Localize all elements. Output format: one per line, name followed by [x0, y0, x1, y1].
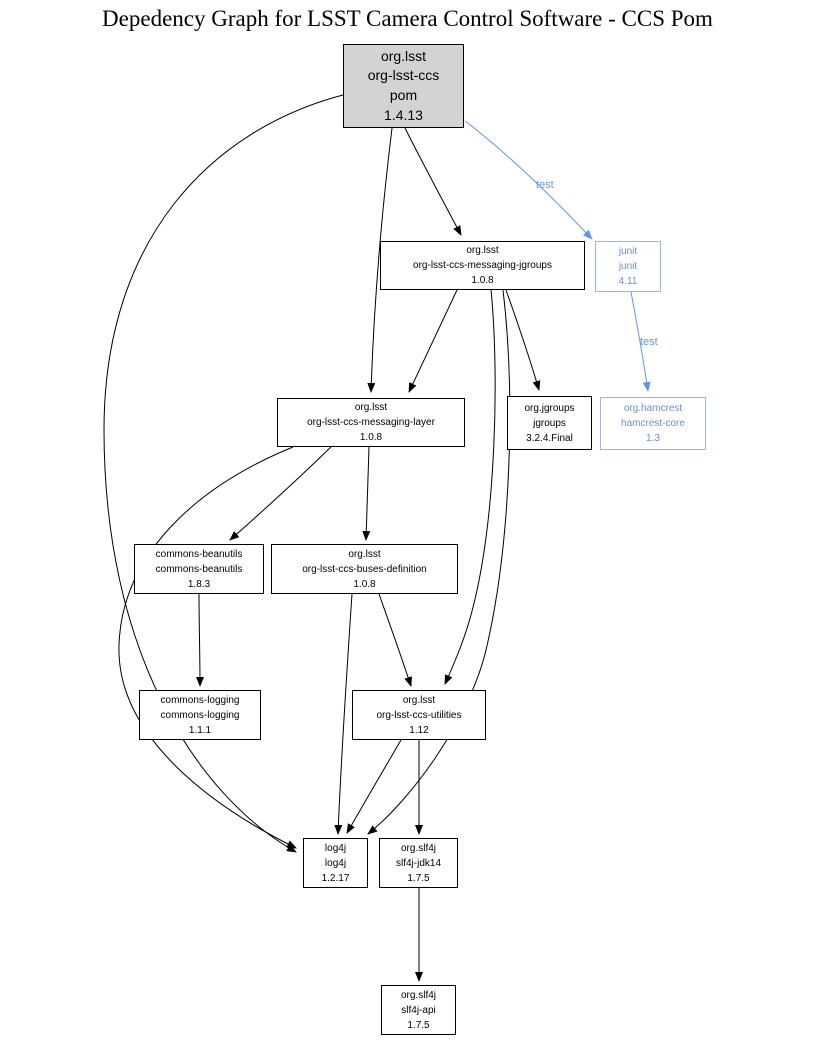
- node-label: org.lsst: [354, 402, 388, 413]
- node-label: 1.0.8: [353, 578, 376, 590]
- node-junit: junit junit 4.11: [595, 241, 661, 292]
- node-label: org-lsst-ccs-buses-definition: [302, 563, 427, 575]
- node-label: org-lsst-ccs-messaging-jgroups: [413, 260, 552, 271]
- edge-messaging-layer-to-commons-beanutils: [229, 446, 332, 541]
- node-label: org.lsst: [402, 694, 436, 706]
- node-label: org-lsst-ccs-utilities: [376, 709, 462, 721]
- edge-pom-to-messaging-jgroups: [404, 127, 462, 236]
- node-label: hamcrest-core: [621, 418, 685, 429]
- node-label: log4j: [324, 842, 347, 854]
- node-label: org-lsst-ccs-messaging-layer: [307, 417, 435, 428]
- edge-commons-beanutils-to-commons-logging: [195, 593, 204, 687]
- node-commons-logging: commons-logging commons-logging 1.1.1: [139, 690, 261, 740]
- edge-utilities-to-log4j: [346, 739, 402, 834]
- edge-messaging-layer-to-log4j: [118, 446, 297, 849]
- node-label: jgroups: [533, 417, 566, 429]
- node-label: 1.7.5: [407, 872, 430, 884]
- node-label: junit: [618, 261, 638, 272]
- node-label: org-lsst-ccs: [367, 67, 440, 84]
- edge-pom-to-junit-test: [464, 120, 593, 240]
- node-label: slf4j-api: [401, 1004, 436, 1016]
- edge-label-test-junit-hamcrest: test: [640, 336, 658, 348]
- node-label: org.lsst: [348, 548, 381, 560]
- node-label: log4j: [324, 857, 347, 869]
- node-label: 1.12: [409, 724, 429, 736]
- node-log4j: log4j log4j 1.2.17: [303, 838, 368, 888]
- edge-buses-definition-to-utilities: [378, 593, 412, 687]
- node-label: 1.0.8: [359, 432, 383, 443]
- node-label: 4.11: [618, 276, 638, 287]
- node-label: commons-beanutils: [155, 563, 243, 575]
- node-label: 1.8.3: [187, 578, 211, 590]
- node-jgroups: org.jgroups jgroups 3.2.4.Final: [507, 396, 592, 450]
- node-label: org.lsst: [380, 47, 427, 64]
- edge-label-test-pom-junit: test: [536, 179, 554, 191]
- node-slf4j-jdk14: org.slf4j slf4j-jdk14 1.7.5: [379, 838, 458, 888]
- node-label: slf4j-jdk14: [395, 857, 442, 869]
- node-label: 3.2.4.Final: [526, 432, 573, 444]
- node-label: junit: [618, 246, 638, 257]
- edge-buses-definition-to-log4j: [334, 593, 353, 835]
- node-org-lsst-ccs-pom: org.lsst org-lsst-ccs pom 1.4.13: [343, 44, 464, 128]
- edge-messaging-layer-to-buses-definition: [362, 446, 371, 541]
- node-label: pom: [389, 87, 418, 103]
- node-label: 1.0.8: [471, 275, 494, 286]
- node-org-lsst-ccs-utilities: org.lsst org-lsst-ccs-utilities 1.12: [352, 690, 486, 740]
- node-label: org.slf4j: [400, 842, 436, 854]
- node-label: commons-beanutils: [155, 548, 243, 560]
- node-slf4j-api: org.slf4j slf4j-api 1.7.5: [381, 985, 456, 1035]
- node-label: org.hamcrest: [623, 403, 683, 414]
- edge-pom-to-messaging-layer: [367, 127, 393, 393]
- edge-messaging-jgroups-to-utilities: [444, 289, 496, 685]
- node-label: commons-logging: [160, 709, 240, 721]
- node-org-lsst-ccs-messaging-jgroups: org.lsst org-lsst-ccs-messaging-jgroups …: [380, 241, 585, 290]
- node-org-lsst-ccs-buses-definition: org.lsst org-lsst-ccs-buses-definition 1…: [271, 544, 458, 594]
- node-label: org.lsst: [466, 245, 499, 256]
- node-label: 1.3: [646, 433, 660, 444]
- node-org-lsst-ccs-messaging-layer: org.lsst org-lsst-ccs-messaging-layer 1.…: [277, 398, 465, 447]
- edge-messaging-jgroups-to-messaging-layer: [408, 289, 458, 393]
- node-label: 1.4.13: [384, 106, 423, 123]
- page-title: Depedency Graph for LSST Camera Control …: [102, 6, 713, 31]
- node-hamcrest-core: org.hamcrest hamcrest-core 1.3: [600, 397, 706, 450]
- node-label: org.slf4j: [400, 989, 436, 1001]
- node-label: org.jgroups: [524, 402, 575, 414]
- node-label: 1.1.1: [188, 724, 212, 736]
- edge-junit-to-hamcrest-test: [630, 291, 651, 392]
- node-label: commons-logging: [160, 694, 240, 706]
- node-label: 1.7.5: [407, 1019, 430, 1031]
- edge-pom-to-log4j: [103, 94, 344, 853]
- edge-messaging-jgroups-to-jgroups: [505, 289, 541, 391]
- node-label: 1.2.17: [321, 872, 350, 884]
- node-commons-beanutils: commons-beanutils commons-beanutils 1.8.…: [134, 544, 264, 594]
